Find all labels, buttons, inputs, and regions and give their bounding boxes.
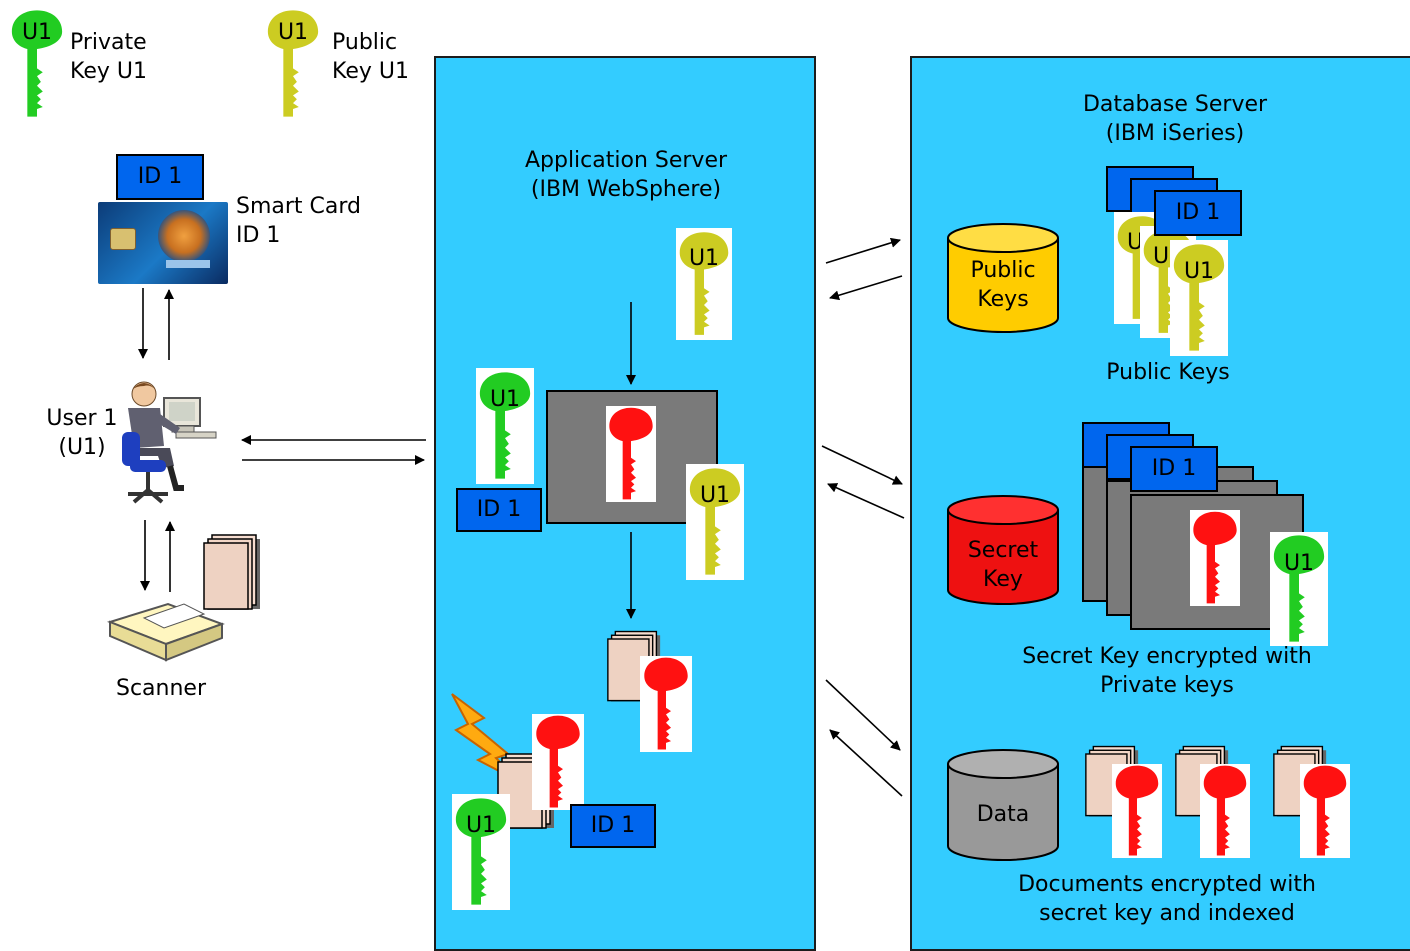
secret-key-icon	[640, 656, 692, 752]
key-label: U1	[277, 20, 309, 46]
id-badge: ID 1	[116, 154, 204, 200]
key-label: U1	[688, 246, 720, 272]
scanner-icon	[106, 602, 225, 662]
key-label: U1	[1283, 550, 1315, 576]
key-label: U1	[489, 386, 521, 412]
arrow	[829, 729, 903, 797]
private-key-icon: U1	[476, 368, 534, 484]
secret-key-icon	[532, 714, 584, 810]
secret-key-icon	[1112, 764, 1162, 858]
data-database-icon	[947, 749, 1059, 861]
public-key-icon: U1	[676, 228, 732, 340]
database-server-title: Database Server (IBM iSeries)	[1082, 92, 1268, 146]
arrow	[825, 679, 901, 751]
public-keys-database-label: Public Keys	[970, 258, 1036, 312]
arrow	[825, 237, 901, 264]
user-label: User 1 (U1)	[46, 406, 118, 460]
secret-key-icon	[1200, 764, 1250, 858]
secret-key-icon	[1300, 764, 1350, 858]
key-label: U1	[1183, 258, 1215, 284]
arrow	[821, 445, 903, 485]
scanner-label: Scanner	[116, 676, 207, 701]
key-label: U1	[699, 482, 731, 508]
smart-card-icon	[98, 202, 228, 284]
documents-caption: Documents encrypted with secret key and …	[1018, 872, 1316, 926]
secret-key-icon	[606, 406, 656, 502]
key-label: U1	[465, 812, 497, 838]
public-key-legend-label: Public Key U1	[332, 30, 409, 84]
key-label: U1	[21, 20, 53, 46]
public-keys-database-icon	[947, 223, 1059, 333]
private-key-legend-label: Private Key U1	[70, 30, 147, 84]
secret-key-icon	[1190, 510, 1240, 606]
id-badge: ID 1	[1154, 190, 1242, 236]
id-badge: ID 1	[456, 488, 542, 532]
secret-key-database-icon	[947, 495, 1059, 605]
smart-card-label: Smart Card ID 1	[236, 194, 362, 248]
id-badge: ID 1	[570, 804, 656, 848]
private-key-icon: U1	[1270, 532, 1328, 646]
application-server-title: Application Server (IBM WebSphere)	[524, 148, 728, 202]
public-key-icon: U1	[1170, 240, 1228, 356]
secret-key-caption: Secret Key encrypted with Private keys	[1022, 644, 1312, 698]
user-at-computer-icon	[122, 381, 217, 504]
public-key-legend-icon: U1	[264, 6, 322, 122]
arrow	[829, 275, 903, 301]
private-key-icon: U1	[452, 794, 510, 910]
arrow	[827, 483, 905, 519]
private-key-legend-icon: U1	[8, 6, 66, 122]
data-database-label: Data	[976, 802, 1030, 827]
id-badge: ID 1	[1130, 446, 1218, 492]
public-keys-caption: Public Keys	[1106, 360, 1230, 385]
public-key-icon: U1	[686, 464, 744, 580]
secret-key-database-label: Secret Key	[967, 538, 1039, 592]
